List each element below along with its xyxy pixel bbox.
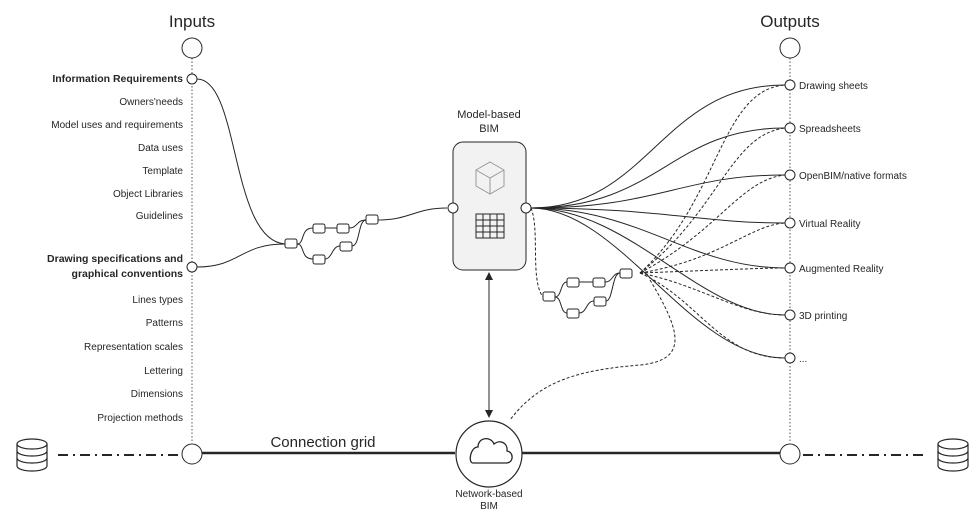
network-label-line1: Network-based <box>455 489 522 500</box>
cube-icon <box>475 161 505 195</box>
output-item: 3D printing <box>799 311 847 322</box>
database-icon <box>937 438 969 472</box>
right-mini-network <box>542 268 633 319</box>
input-item: Patterns <box>146 318 183 329</box>
input-group-title: Information Requirements <box>52 73 183 85</box>
input-port <box>186 261 198 273</box>
model-based-bim-box <box>452 141 527 271</box>
input-item: Representation scales <box>84 342 183 353</box>
input-group-title-line2: graphical conventions <box>72 268 184 280</box>
input-item: Lettering <box>144 366 183 377</box>
output-item: Spreadsheets <box>799 124 861 135</box>
input-item: Template <box>142 166 183 177</box>
input-item: Object Libraries <box>113 189 183 200</box>
connection-grid-label: Connection grid <box>270 434 375 451</box>
output-item: Augmented Reality <box>799 264 884 275</box>
left-mini-network <box>284 214 379 265</box>
right-mini-network-links <box>554 272 621 314</box>
inputs-top-node <box>181 37 203 59</box>
output-item: OpenBIM/native formats <box>799 171 907 182</box>
inputs-bottom-node <box>181 443 203 465</box>
output-item: Drawing sheets <box>799 81 868 92</box>
database-icon <box>16 438 48 472</box>
input-item: Projection methods <box>97 413 183 424</box>
network-label-line2: BIM <box>480 501 498 511</box>
model-label-line1: Model-based <box>457 109 521 121</box>
output-solid-connectors <box>530 84 786 359</box>
outputs-top-node <box>779 37 801 59</box>
inputs-header: Inputs <box>169 12 215 31</box>
bidirectional-arrow <box>485 272 493 418</box>
model-label-line2: BIM <box>479 123 499 135</box>
table-icon <box>475 213 505 239</box>
output-item: Virtual Reality <box>799 219 861 230</box>
input-item: Dimensions <box>131 389 183 400</box>
outputs-bottom-node <box>779 443 801 465</box>
model-output-port <box>520 202 532 214</box>
outputs-header: Outputs <box>760 12 820 31</box>
cloud-icon <box>469 438 513 464</box>
input-port <box>186 73 198 85</box>
input-group-title-line1: Drawing specifications and <box>47 253 183 265</box>
output-item: ... <box>799 354 807 365</box>
input-item: Guidelines <box>136 211 183 222</box>
output-ports <box>784 79 796 364</box>
output-dashed-connectors <box>509 84 786 421</box>
input-item: Owners'needs <box>119 97 183 108</box>
model-input-port <box>447 202 459 214</box>
network-node <box>455 420 523 488</box>
input-connectors <box>196 78 448 268</box>
input-item: Lines types <box>132 295 183 306</box>
input-item: Data uses <box>138 143 183 154</box>
input-item: Model uses and requirements <box>51 120 183 131</box>
